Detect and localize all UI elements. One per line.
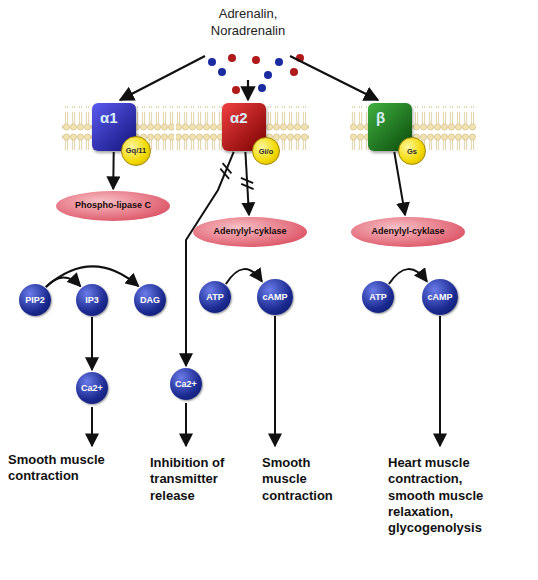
effect-arrows xyxy=(92,316,440,446)
label-text: Smooth muscle contraction xyxy=(262,455,333,503)
signal-arrow xyxy=(91,317,93,370)
node-text: Gs xyxy=(407,147,417,156)
molecule-circle: DAG xyxy=(134,284,166,316)
label-text: Smooth muscle contraction xyxy=(8,452,105,483)
node-text: PIP2 xyxy=(25,295,45,305)
ligand-arrows xyxy=(120,56,378,100)
g-protein-circle: Gq/11 xyxy=(121,136,152,167)
signal-arrow xyxy=(112,152,115,189)
node-text: IP3 xyxy=(85,295,99,305)
g-protein-circle: Gs xyxy=(398,137,426,165)
molecule-circle: Ca2+ xyxy=(170,368,202,400)
node-text: Phospho-lipase C xyxy=(69,201,157,210)
receptor-box: α1Gq/11 xyxy=(92,103,136,151)
effect-label: Smooth muscle contraction xyxy=(262,455,347,504)
signal-arrow xyxy=(186,152,234,366)
molecule-circle: ATP xyxy=(362,281,394,313)
node-text: DAG xyxy=(140,295,160,305)
enzyme-ellipse: Adenylyl-cyklase xyxy=(351,217,464,247)
node-text: Gq/11 xyxy=(126,146,146,155)
title-box: Adrenalin, Noradrenalin xyxy=(198,6,298,40)
signal-arrow xyxy=(389,269,427,284)
enzyme-ellipse: Adenylyl-cyklase xyxy=(193,217,306,247)
label-text: Heart muscle contraction, smooth muscle … xyxy=(388,455,483,535)
molecule-circle: IP3 xyxy=(76,284,108,316)
molecule-circle: ATP xyxy=(199,281,231,313)
node-text: ATP xyxy=(206,292,223,302)
node-text: Gi/o xyxy=(259,147,274,156)
label-text: Inhibition of transmitter release xyxy=(150,455,224,503)
molecule-circle: PIP2 xyxy=(19,284,51,316)
node-text: ATP xyxy=(369,292,386,302)
receptor-box: α2Gi/o xyxy=(222,103,266,151)
g-protein-circle: Gi/o xyxy=(252,137,280,165)
ligand-dots xyxy=(208,54,304,94)
signal-arrow xyxy=(226,269,262,284)
node-text: β xyxy=(376,109,385,126)
effect-label: Heart muscle contraction, smooth muscle … xyxy=(388,455,510,536)
node-text: cAMP xyxy=(427,292,452,302)
enzyme-ellipse: Phospho-lipase C xyxy=(56,191,169,221)
molecule-circle: cAMP xyxy=(422,279,459,316)
node-text: α2 xyxy=(230,109,248,126)
node-text: Adenylyl-cyklase xyxy=(365,227,450,236)
receptor-box: βGs xyxy=(368,103,412,151)
effect-label: Inhibition of transmitter release xyxy=(150,455,250,504)
node-text: cAMP xyxy=(262,292,287,302)
node-text: α1 xyxy=(100,109,118,126)
molecule-circle: Ca2+ xyxy=(76,372,108,404)
node-text: Ca2+ xyxy=(81,383,103,393)
title-text: Adrenalin, Noradrenalin xyxy=(211,6,285,38)
node-text: Adenylyl-cyklase xyxy=(207,227,292,236)
signal-arrow xyxy=(245,152,249,215)
effect-label: Smooth muscle contraction xyxy=(8,452,148,485)
molecule-circle: cAMP xyxy=(257,279,294,316)
node-text: Ca2+ xyxy=(175,379,197,389)
